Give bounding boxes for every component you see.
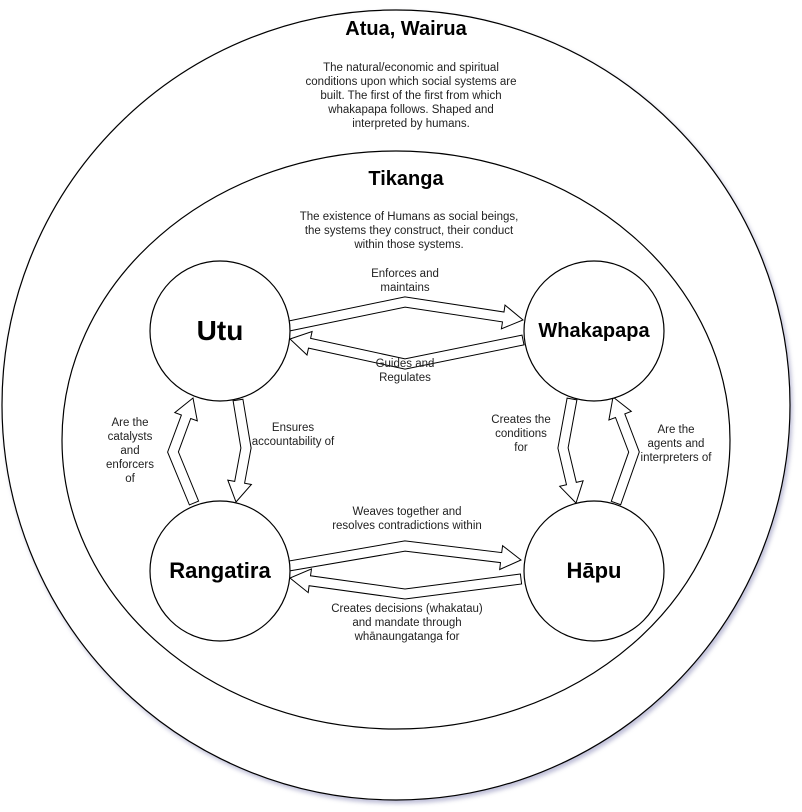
node-circle-hapu[interactable] — [523, 500, 665, 642]
arrow-rangatira-to-hapu[interactable] — [287, 540, 522, 572]
arrow-hapu-to-rangatira[interactable] — [289, 568, 523, 600]
edge-label-hapu-to-whakapapa: Are the agents and interpreters of — [640, 424, 712, 464]
inner-ring-description: The existence of Humans as social beings… — [299, 211, 519, 251]
edge-label-utu-to-whakapapa: Enforces and maintains — [371, 268, 439, 294]
node-label-hapu: Hāpu — [566, 558, 622, 583]
node-label-whakapapa: Whakapapa — [538, 319, 650, 342]
node-circle-whakapapa[interactable] — [523, 260, 665, 402]
node-circle-rangatira[interactable] — [149, 500, 291, 642]
edge-label-rangatira-to-utu: Are the catalysts and enforcers of — [106, 417, 154, 485]
arrow-hapu-to-whakapapa[interactable] — [608, 396, 640, 506]
arrow-whakapapa-to-utu[interactable] — [289, 330, 525, 370]
edge-label-utu-to-rangatira: Ensures accountability of — [251, 422, 335, 448]
node-label-rangatira: Rangatira — [169, 558, 271, 583]
arrow-utu-to-whakapapa[interactable] — [287, 296, 524, 332]
inner-ring-title: Tikanga — [368, 168, 444, 190]
edge-label-whakapapa-to-utu: Guides and Regulates — [375, 358, 435, 384]
node-label-utu: Utu — [196, 315, 244, 346]
arrows-group — [167, 296, 640, 600]
arrow-utu-to-rangatira[interactable] — [227, 398, 253, 503]
node-circle-utu[interactable] — [149, 260, 291, 402]
edge-label-rangatira-to-hapu: Weaves together and resolves contradicti… — [332, 506, 482, 532]
outer-ring-title: Atua, Wairua — [345, 18, 467, 40]
arrow-whakapapa-to-hapu[interactable] — [557, 397, 584, 504]
edge-label-whakapapa-to-hapu: Creates the conditions for — [491, 414, 551, 454]
edge-label-hapu-to-rangatira: Creates decisions (whakatau) and mandate… — [331, 603, 483, 643]
arrow-rangatira-to-utu[interactable] — [167, 397, 200, 506]
outer-ring-description: The natural/economic and spiritual condi… — [305, 62, 517, 130]
